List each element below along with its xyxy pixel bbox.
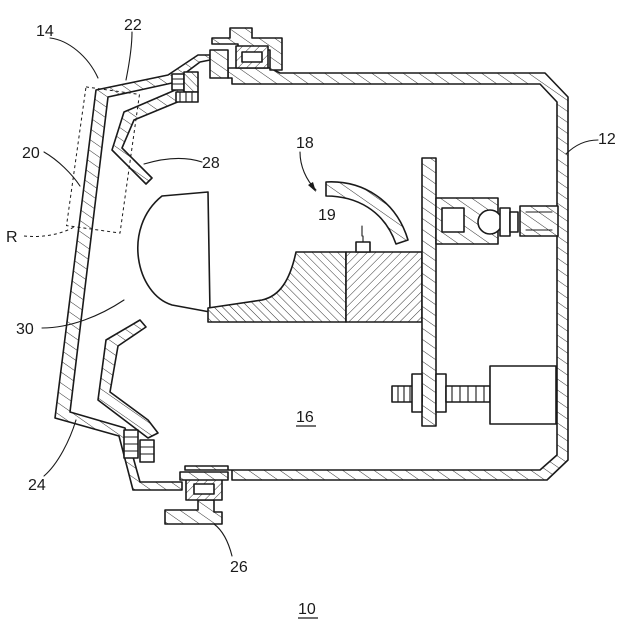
label-16: 16 xyxy=(296,409,314,426)
label-18: 18 xyxy=(296,135,314,152)
label-r: R xyxy=(6,229,18,246)
lamp-unit xyxy=(138,182,422,322)
label-28: 28 xyxy=(202,155,220,172)
label-19: 19 xyxy=(318,207,336,224)
label-14: 14 xyxy=(36,23,54,40)
label-24: 24 xyxy=(28,477,46,494)
label-26: 26 xyxy=(230,559,248,576)
bottom-seal-flange xyxy=(165,472,228,524)
label-10: 10 xyxy=(298,601,316,618)
label-20: 20 xyxy=(22,145,40,162)
lower-extension-reflector xyxy=(98,320,158,462)
label-22: 22 xyxy=(124,17,142,34)
label-30: 30 xyxy=(16,321,34,338)
label-12: 12 xyxy=(598,131,616,148)
